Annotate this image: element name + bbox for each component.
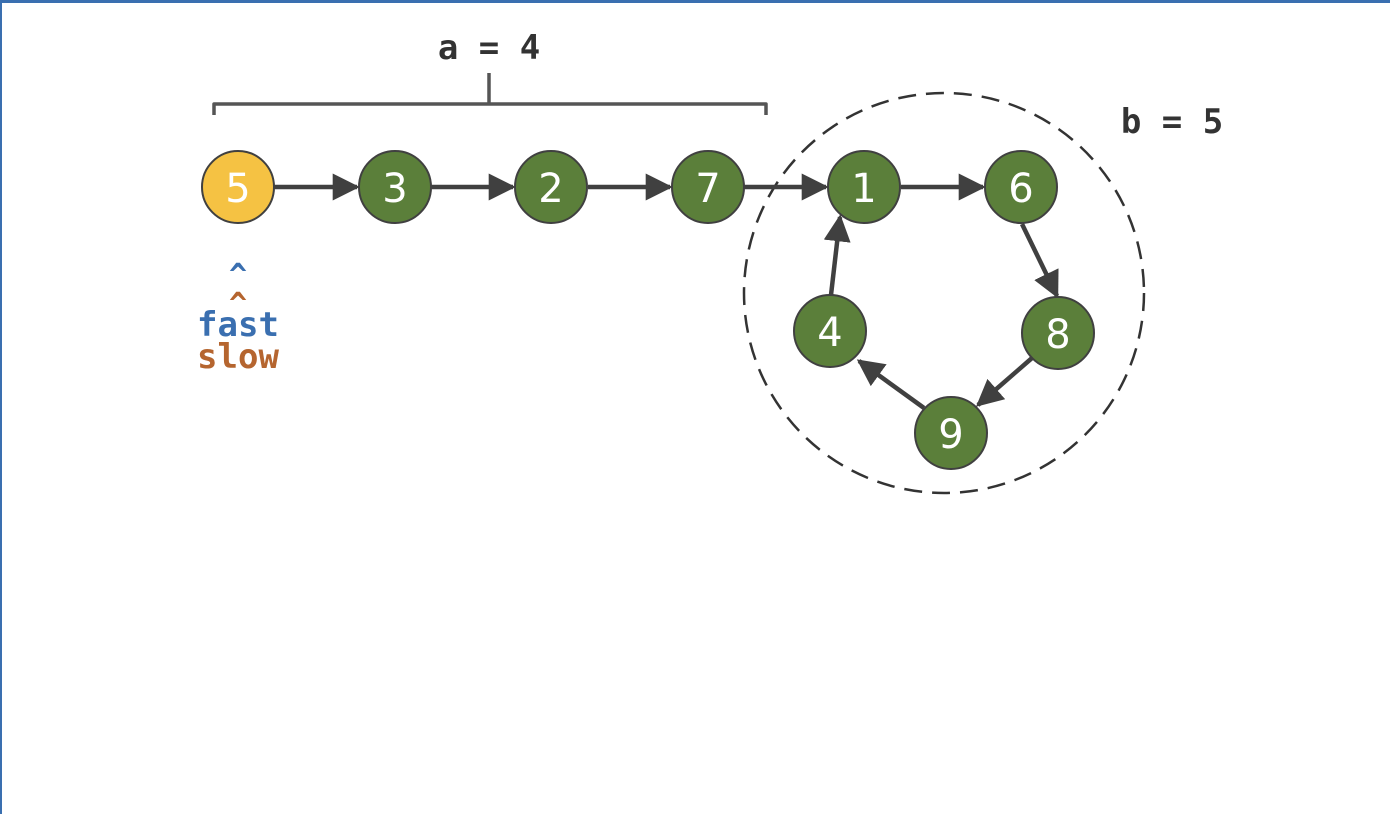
svg-text:3: 3 — [382, 166, 407, 212]
node-6: 6 — [984, 150, 1058, 224]
slow-label: slow — [197, 337, 279, 377]
fast-label: fast — [197, 305, 279, 345]
edges — [274, 173, 1060, 410]
svg-text:2: 2 — [538, 166, 563, 212]
svg-text:4: 4 — [817, 310, 842, 356]
node-3: 3 — [358, 150, 432, 224]
svg-text:7: 7 — [695, 166, 720, 212]
a-bracket — [212, 73, 768, 115]
linked-list-diagram: a = 4 b = 5 5 3 2 7 1 6 8 — [197, 28, 1223, 495]
fast-caret: ^ — [229, 258, 247, 293]
svg-text:1: 1 — [851, 166, 876, 212]
svg-text:9: 9 — [938, 412, 963, 458]
node-7: 7 — [671, 150, 745, 224]
cycle-region — [742, 91, 1146, 495]
node-9: 9 — [914, 396, 988, 470]
node-8: 8 — [1021, 296, 1095, 370]
b-label: b = 5 — [1121, 102, 1223, 142]
node-5-current: 5 — [201, 150, 275, 224]
svg-text:6: 6 — [1008, 166, 1033, 212]
edge-6-8 — [1019, 223, 1060, 299]
node-1: 1 — [827, 150, 901, 224]
node-4: 4 — [793, 294, 867, 368]
edge-9-4 — [856, 359, 926, 410]
edge-8-9 — [975, 356, 1034, 407]
slow-caret: ^ — [229, 287, 247, 322]
svg-text:8: 8 — [1045, 312, 1070, 358]
edge-4-1 — [823, 214, 851, 296]
node-2: 2 — [514, 150, 588, 224]
a-label: a = 4 — [438, 28, 540, 68]
svg-text:5: 5 — [225, 166, 250, 212]
